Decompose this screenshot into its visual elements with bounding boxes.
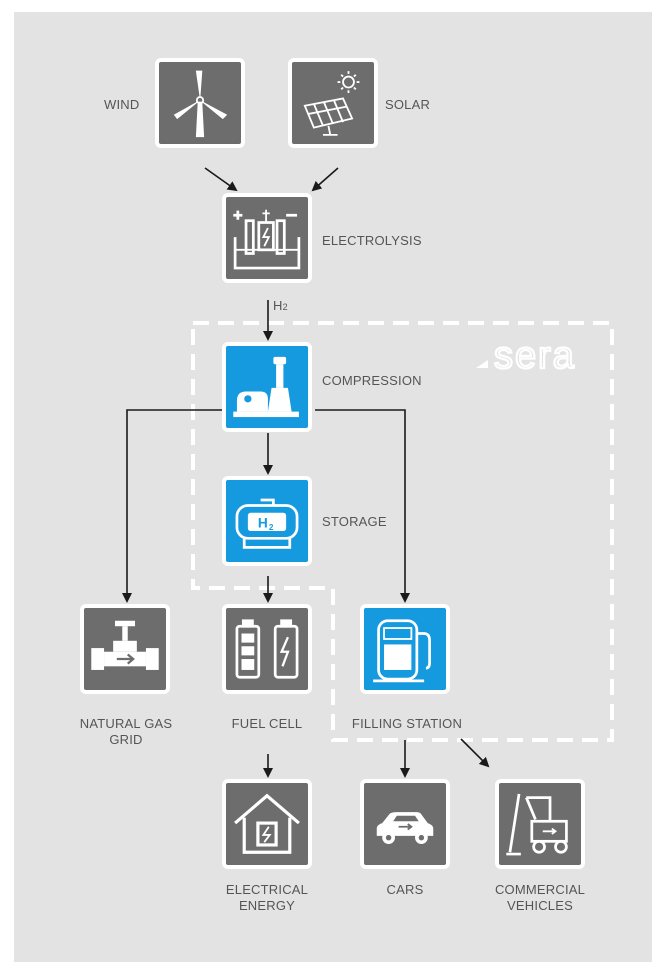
forklift-icon: [506, 793, 568, 856]
sera-logo: sera: [472, 334, 612, 374]
arrow-solar-electrolysis: [311, 167, 339, 192]
natural-gas-grid-line2: GRID: [109, 732, 143, 747]
solar-panel-icon: [303, 71, 360, 136]
electrical-energy-line2: ENERGY: [238, 898, 296, 913]
commercial-vehicles-box: [495, 779, 585, 869]
solar-box: [288, 58, 378, 148]
commercial-vehicles-label: COMMERCIAL VEHICLES: [480, 882, 600, 914]
electrical-energy-box: [222, 779, 312, 869]
filling-station-box: [360, 604, 450, 694]
sera-logo-text: sera: [494, 335, 576, 374]
arrow-wind-electrolysis: [204, 167, 238, 192]
solar-label: SOLAR: [385, 97, 431, 112]
compression-label: COMPRESSION: [322, 373, 422, 388]
electrolysis-box: [222, 193, 312, 283]
car-icon: [376, 812, 434, 845]
arrow-compression-filling: [315, 409, 410, 603]
h2-label: H2: [273, 298, 288, 315]
fuel-cell-box: [222, 604, 312, 694]
commercial-vehicles-line2: VEHICLES: [507, 898, 573, 913]
house-energy-icon: [234, 793, 300, 854]
electrolysis-icon: [233, 209, 301, 270]
electrical-energy-line1: ELECTRICAL: [225, 882, 309, 897]
compression-box: [222, 342, 312, 432]
natural-gas-grid-line1: NATURAL GAS: [79, 716, 173, 731]
storage-h2-sub: 2: [269, 523, 274, 532]
electrolysis-label: ELECTROLYSIS: [322, 233, 422, 248]
electrical-energy-label: ELECTRICAL ENERGY: [207, 882, 327, 914]
h2-subscript: 2: [282, 302, 288, 312]
commercial-vehicles-line1: COMMERCIAL: [494, 882, 586, 897]
fuel-cell-label: FUEL CELL: [231, 716, 303, 731]
filling-station-label: FILLING STATION: [351, 716, 463, 731]
h2-text: H: [273, 298, 283, 313]
wind-box: [155, 58, 245, 148]
storage-box: H 2: [222, 476, 312, 566]
fuel-pump-icon: [373, 619, 431, 683]
wind-label: WIND: [104, 97, 140, 112]
cars-box: [360, 779, 450, 869]
storage-h2-text: H: [258, 515, 268, 530]
gas-valve-icon: [91, 620, 159, 670]
cars-label: CARS: [386, 882, 424, 897]
wind-turbine-icon: [173, 70, 228, 138]
natural-gas-grid-box: [80, 604, 170, 694]
storage-tank-icon: H 2: [235, 498, 299, 549]
natural-gas-grid-label: NATURAL GAS GRID: [65, 716, 187, 748]
battery-icon: [235, 619, 299, 679]
sera-boundary: [191, 321, 614, 742]
arrow-compression-gas-grid: [122, 409, 222, 603]
arrow-filling-vehicles: [460, 738, 490, 768]
storage-label: STORAGE: [322, 514, 387, 529]
compressor-icon: [233, 356, 299, 418]
